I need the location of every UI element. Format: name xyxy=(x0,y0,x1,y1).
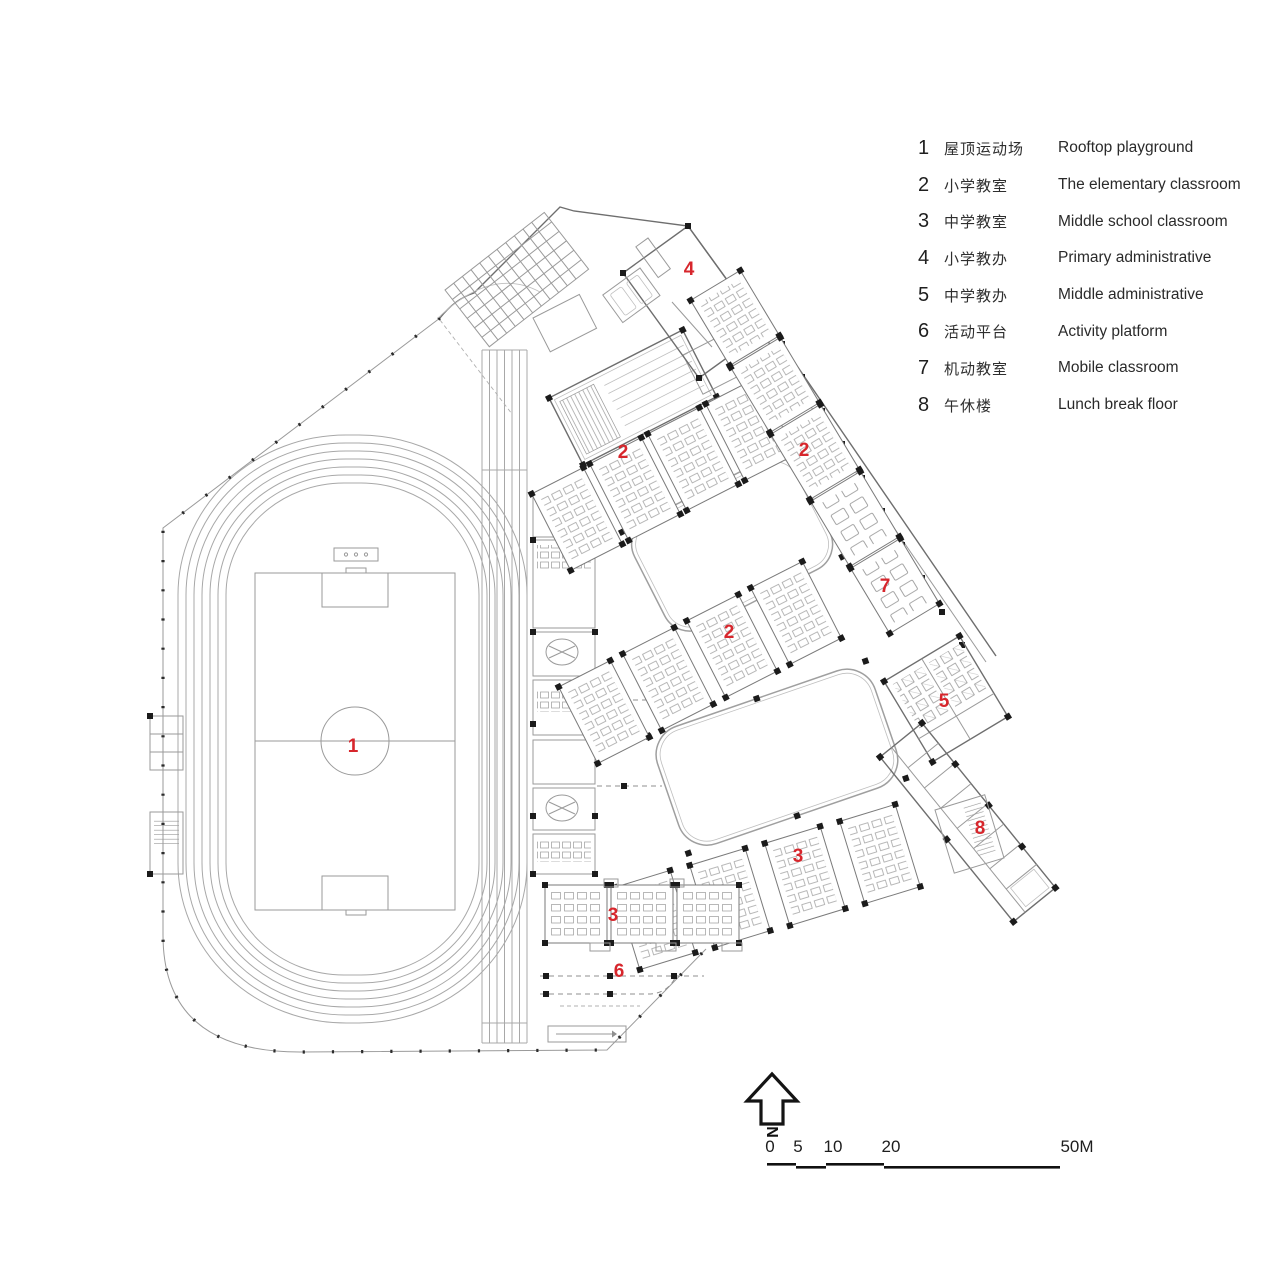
plan-label-6: 6 xyxy=(614,961,625,982)
sprint-lanes xyxy=(481,349,528,1044)
plan-labels: 1 2 2 2 3 3 4 5 6 7 8 xyxy=(348,259,986,982)
scale-seg-1 xyxy=(767,1163,796,1166)
right-wing-classrooms xyxy=(686,266,943,637)
plan-label-3b: 3 xyxy=(608,905,619,926)
gym-hall xyxy=(544,325,721,469)
scale-bar: 0 5 10 20 50M xyxy=(765,1137,1094,1169)
legend-label-zh: 中学教办 xyxy=(944,287,1009,305)
north-arrow-icon xyxy=(743,1071,801,1126)
legend: 1 屋顶运动场 Rooftop playground 2 小学教室 The el… xyxy=(918,130,1273,424)
scale-seg-3 xyxy=(826,1163,884,1166)
courtyard-lower xyxy=(644,657,910,858)
legend-num: 7 xyxy=(918,356,930,379)
classroom-row-2c xyxy=(555,557,846,767)
plan-label-2c: 2 xyxy=(724,622,735,643)
skylight-grid xyxy=(444,211,590,348)
plan-label-8: 8 xyxy=(975,818,986,839)
plan-label-3a: 3 xyxy=(793,846,804,867)
legend-item-7: 7 机动教室 Mobile classroom xyxy=(918,350,1273,387)
legend-num: 2 xyxy=(918,173,930,196)
plan-label-1: 1 xyxy=(348,736,359,757)
legend-label-en: Primary administrative xyxy=(1058,249,1212,267)
legend-num: 3 xyxy=(918,210,930,233)
classroom-row-3a xyxy=(611,794,1005,974)
north-arrow: N xyxy=(743,1071,801,1138)
legend-label-zh: 中学教室 xyxy=(944,214,1009,232)
legend-label-zh: 机动教室 xyxy=(944,360,1009,378)
scale-tick-5: 5 xyxy=(793,1137,802,1156)
legend-item-4: 4 小学教办 Primary administrative xyxy=(918,240,1273,277)
legend-label-en: Mobile classroom xyxy=(1058,359,1179,377)
plan-label-2a: 2 xyxy=(618,442,629,463)
legend-label-en: Lunch break floor xyxy=(1058,396,1178,414)
scale-tick-0: 0 xyxy=(765,1137,774,1156)
legend-label-zh: 小学教室 xyxy=(944,177,1009,195)
legend-label-zh: 屋顶运动场 xyxy=(944,140,1025,158)
plan-label-5: 5 xyxy=(939,691,950,712)
left-stair-towers xyxy=(147,713,184,877)
activity-platform xyxy=(540,973,704,1043)
legend-label-zh: 午休楼 xyxy=(944,397,993,415)
legend-item-8: 8 午休楼 Lunch break floor xyxy=(918,387,1273,424)
wing-8-lunch xyxy=(875,718,1060,926)
legend-item-2: 2 小学教室 The elementary classroom xyxy=(918,167,1273,204)
legend-num: 1 xyxy=(918,136,930,159)
plan-label-7: 7 xyxy=(880,576,891,597)
legend-label-en: Middle school classroom xyxy=(1058,212,1228,230)
scale-tick-10: 10 xyxy=(824,1137,843,1156)
legend-label-zh: 小学教办 xyxy=(944,250,1009,268)
classroom-row-3b xyxy=(542,878,743,952)
legend-num: 6 xyxy=(918,320,930,343)
soccer-field xyxy=(254,547,456,916)
podium xyxy=(333,547,379,562)
block-5-admin xyxy=(879,631,1013,767)
running-track xyxy=(177,349,528,1044)
legend-num: 8 xyxy=(918,393,930,416)
amphitheater-steps xyxy=(532,293,598,353)
legend-item-5: 5 中学教办 Middle administrative xyxy=(918,277,1273,314)
plan-label-2b: 2 xyxy=(799,440,810,461)
legend-label-en: Activity platform xyxy=(1058,322,1168,340)
scale-tick-50m: 50M xyxy=(1060,1137,1093,1156)
legend-label-en: Rooftop playground xyxy=(1058,139,1194,157)
legend-item-1: 1 屋顶运动场 Rooftop playground xyxy=(918,130,1273,167)
north-label: N xyxy=(763,1126,780,1138)
scale-seg-2 xyxy=(796,1166,826,1169)
legend-label-en: Middle administrative xyxy=(1058,286,1204,304)
legend-label-en: The elementary classroom xyxy=(1058,176,1241,194)
legend-num: 4 xyxy=(918,246,930,269)
scale-tick-20: 20 xyxy=(882,1137,901,1156)
legend-label-zh: 活动平台 xyxy=(944,324,1009,342)
legend-num: 5 xyxy=(918,283,930,306)
legend-item-6: 6 活动平台 Activity platform xyxy=(918,313,1273,350)
plan-label-4: 4 xyxy=(684,259,695,280)
scale-seg-4 xyxy=(884,1166,1060,1169)
legend-item-3: 3 中学教室 Middle school classroom xyxy=(918,203,1273,240)
